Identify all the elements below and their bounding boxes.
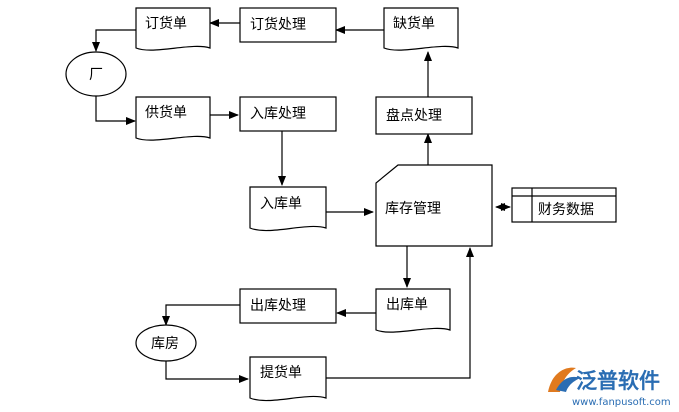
outbound-process-node: 出库处理 xyxy=(239,288,337,324)
edge-outbound-process-to-warehouse xyxy=(162,304,240,326)
order-doc-node: 订货单 xyxy=(135,7,211,51)
warehouse-node: 库房 xyxy=(135,324,197,362)
shortage-doc-node: 缺货单 xyxy=(383,7,459,51)
inbound-doc-node: 入库单 xyxy=(249,186,327,232)
factory-label: 厂 xyxy=(89,67,103,83)
fanpusoft-watermark: 泛普软件 www.fanpusoft.com xyxy=(548,367,671,408)
pickup-doc-label: 提货单 xyxy=(260,364,302,381)
order-process-node: 订货处理 xyxy=(239,7,337,43)
inbound-process-label: 入库处理 xyxy=(250,106,306,122)
watermark-url: www.fanpusoft.com xyxy=(572,397,671,408)
outbound-process-label: 出库处理 xyxy=(250,298,306,314)
outbound-doc-label: 出库单 xyxy=(386,297,428,313)
pickup-doc-node: 提货单 xyxy=(249,356,327,402)
inventory-check-node: 盘点处理 xyxy=(375,96,473,135)
edge-factory-to-supply-doc xyxy=(95,96,136,125)
watermark-brand: 泛普软件 xyxy=(576,369,660,393)
edge-order-doc-to-factory xyxy=(92,29,136,52)
warehouse-label: 库房 xyxy=(151,336,179,352)
inventory-mgmt-node: 库存管理 xyxy=(375,164,493,247)
outbound-doc-node: 出库单 xyxy=(375,288,451,333)
inbound-doc-label: 入库单 xyxy=(260,196,302,212)
factory-node: 厂 xyxy=(65,51,127,97)
inbound-process-node: 入库处理 xyxy=(239,96,337,132)
fanpusoft-logo-icon xyxy=(548,367,580,392)
edges xyxy=(92,19,511,383)
inventory-check-label: 盘点处理 xyxy=(386,107,442,124)
finance-data-node: 财务数据 xyxy=(511,187,617,223)
order-doc-label: 订货单 xyxy=(145,15,187,32)
inventory-mgmt-label: 库存管理 xyxy=(385,201,441,217)
supply-doc-node: 供货单 xyxy=(135,96,211,141)
supply-doc-label: 供货单 xyxy=(145,104,187,121)
edge-warehouse-to-pickup xyxy=(165,361,249,383)
finance-data-label: 财务数据 xyxy=(538,202,594,218)
edge-pickup-to-inventory-mgmt xyxy=(326,247,474,379)
order-process-label: 订货处理 xyxy=(250,16,306,33)
shortage-doc-label: 缺货单 xyxy=(393,15,435,32)
